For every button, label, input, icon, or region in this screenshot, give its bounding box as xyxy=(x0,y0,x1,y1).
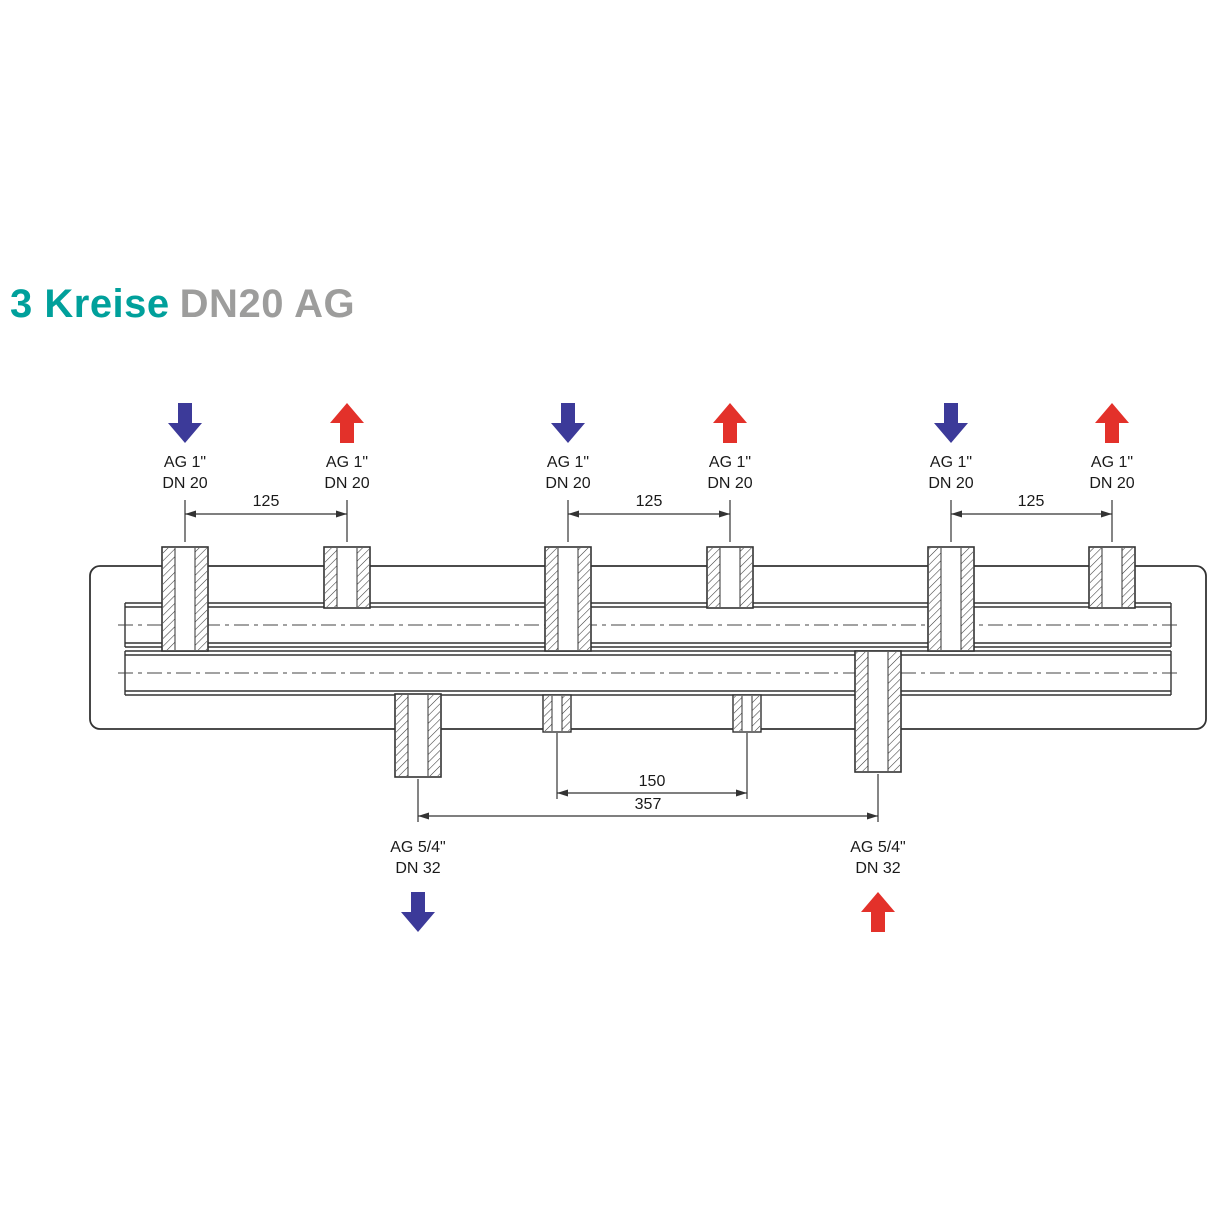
dimension-357: 357 xyxy=(417,774,879,822)
dimension-150: 150 xyxy=(556,733,748,799)
connection-size-label: AG 1" xyxy=(709,454,751,471)
threaded-stub-top-5 xyxy=(927,546,975,652)
upper-chamber-pipe xyxy=(124,602,1172,648)
thread-hatch xyxy=(195,548,207,650)
title-circuits: 3 Kreise xyxy=(10,282,170,326)
dimension-125-3: 125 xyxy=(950,493,1113,542)
connection-size-label: AG 1" xyxy=(930,454,972,471)
connection-dn-label: DN 20 xyxy=(162,475,207,492)
thread-hatch xyxy=(562,696,570,731)
flow-down-arrow-icon xyxy=(934,403,968,443)
thread-hatch xyxy=(752,696,760,731)
thread-hatch xyxy=(961,548,973,650)
flow-down-arrow-icon xyxy=(401,892,435,932)
dim-arrowhead-icon xyxy=(867,812,878,820)
connection-size-label: AG 5/4" xyxy=(390,839,445,856)
connection-dn-label: DN 20 xyxy=(545,475,590,492)
dim-arrowhead-icon xyxy=(1101,510,1112,518)
dim-arrowhead-icon xyxy=(568,510,579,518)
connection-dn-label: DN 20 xyxy=(1089,475,1134,492)
thread-hatch xyxy=(544,696,552,731)
thread-hatch xyxy=(428,695,440,776)
thread-hatch xyxy=(929,548,941,650)
dimension-value: 125 xyxy=(253,493,280,510)
title-spec: DN20 AG xyxy=(179,282,356,326)
flow-down-arrow-icon xyxy=(551,403,585,443)
threaded-stub-top-3 xyxy=(544,546,592,652)
threaded-stub-top-4 xyxy=(706,546,754,609)
connection-size-label: AG 1" xyxy=(547,454,589,471)
dimension-125-2: 125 xyxy=(567,493,731,542)
connection-dn-label: DN 32 xyxy=(395,860,440,877)
connection-dn-label: DN 32 xyxy=(855,860,900,877)
thread-hatch xyxy=(163,548,175,650)
dim-arrowhead-icon xyxy=(336,510,347,518)
thread-hatch xyxy=(546,548,558,650)
thread-hatch xyxy=(578,548,590,650)
thread-hatch xyxy=(740,548,752,607)
dimension-value: 125 xyxy=(1018,493,1045,510)
thread-hatch xyxy=(734,696,742,731)
threaded-stub-bottom-left xyxy=(394,693,442,778)
thread-hatch xyxy=(396,695,408,776)
dimension-125-1: 125 xyxy=(184,493,348,542)
threaded-stub-top-2 xyxy=(323,546,371,609)
small-stub-bottom-1 xyxy=(542,694,572,733)
dim-arrowhead-icon xyxy=(418,812,429,820)
connection-dn-label: DN 20 xyxy=(324,475,369,492)
threaded-stub-bottom-right xyxy=(854,650,902,773)
flow-up-arrow-icon xyxy=(713,403,747,443)
dimension-value: 150 xyxy=(639,773,666,790)
thread-hatch xyxy=(1122,548,1134,607)
flow-up-arrow-icon xyxy=(330,403,364,443)
connection-dn-label: DN 20 xyxy=(707,475,752,492)
threaded-stub-top-1 xyxy=(161,546,209,652)
top-connection-labels: AG 1" DN 20 AG 1" DN 20 AG 1" DN 20 AG 1… xyxy=(162,454,1134,492)
connection-size-label: AG 5/4" xyxy=(850,839,905,856)
flow-down-arrow-icon xyxy=(168,403,202,443)
connection-size-label: AG 1" xyxy=(1091,454,1133,471)
flow-up-arrow-icon xyxy=(1095,403,1129,443)
thread-hatch xyxy=(325,548,337,607)
thread-hatch xyxy=(357,548,369,607)
flow-up-arrow-icon xyxy=(861,892,895,932)
threaded-stub-top-6 xyxy=(1088,546,1136,609)
dim-arrowhead-icon xyxy=(557,789,568,797)
dim-arrowhead-icon xyxy=(951,510,962,518)
dimension-value: 125 xyxy=(636,493,663,510)
thread-hatch xyxy=(708,548,720,607)
lower-chamber-pipe xyxy=(124,650,1172,696)
dim-arrowhead-icon xyxy=(736,789,747,797)
dim-arrowhead-icon xyxy=(719,510,730,518)
dim-arrowhead-icon xyxy=(185,510,196,518)
connection-dn-label: DN 20 xyxy=(928,475,973,492)
thread-hatch xyxy=(888,652,900,771)
bottom-connection-labels: AG 5/4" DN 32 AG 5/4" DN 32 xyxy=(390,839,905,877)
thread-hatch xyxy=(1090,548,1102,607)
small-stub-bottom-2 xyxy=(732,694,762,733)
thread-hatch xyxy=(856,652,868,771)
connection-size-label: AG 1" xyxy=(326,454,368,471)
dimension-value: 357 xyxy=(635,796,662,813)
manifold-body xyxy=(89,565,1207,730)
connection-size-label: AG 1" xyxy=(164,454,206,471)
